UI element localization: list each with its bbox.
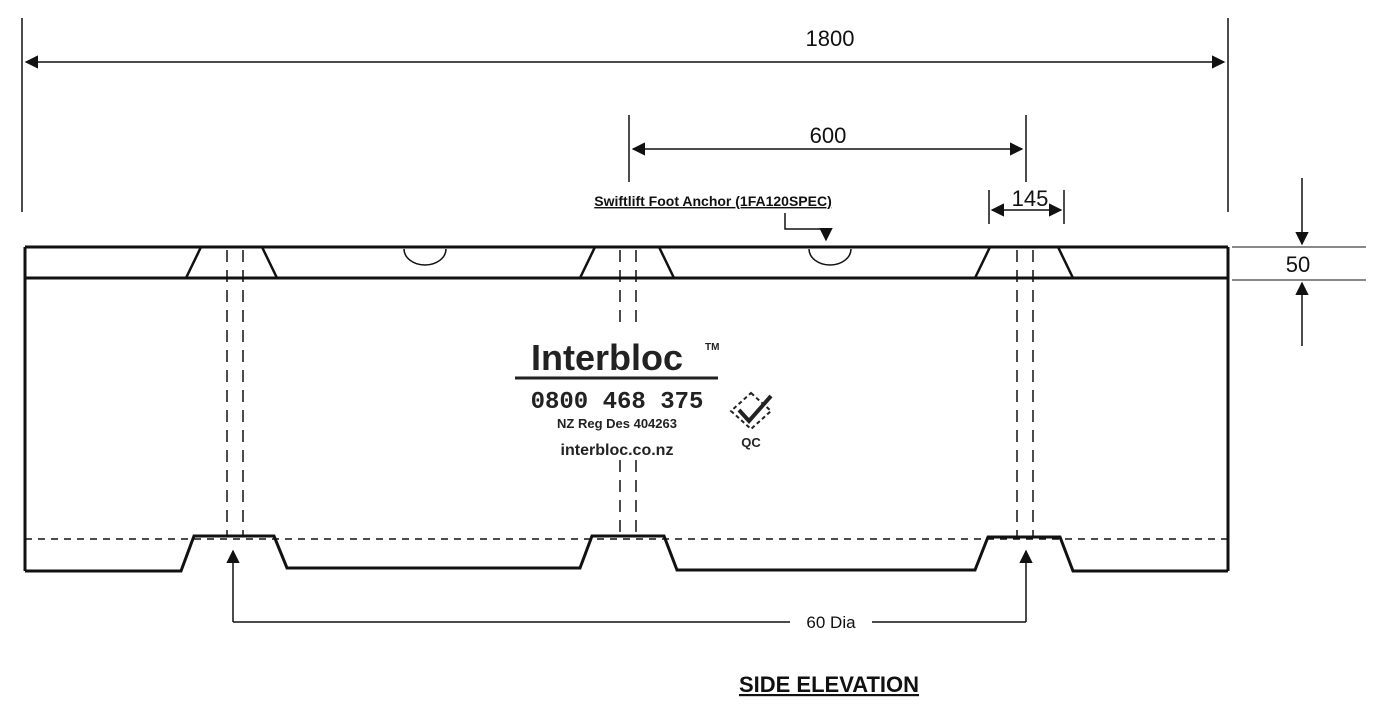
lifting-anchor-left [403, 248, 447, 266]
top-recess-middle [578, 245, 676, 279]
top-recess-left [184, 245, 279, 279]
block-bottom-profile [25, 534, 1228, 573]
top-recess-right [973, 245, 1075, 279]
block-outline [23, 245, 1230, 573]
anchor-callout-label: Swiftlift Foot Anchor (1FA120SPEC) [594, 193, 832, 209]
anchor-leader-line [784, 213, 833, 242]
interbloc-branding: Interbloc TM 0800 468 375 NZ Reg Des 404… [515, 337, 773, 459]
brand-registration: NZ Reg Des 404263 [557, 416, 677, 431]
anchor-spacing-label: 600 [810, 123, 847, 148]
hole-diameter-dimension: 60 Dia [226, 549, 1033, 632]
anchor-spacing-dimension: 600 [628, 115, 1027, 182]
overall-length-dimension: 1800 [21, 18, 1229, 212]
brand-trademark: TM [705, 342, 719, 353]
recess-width-label: 145 [1012, 186, 1049, 211]
hidden-ducts [226, 250, 1034, 536]
brand-name: Interbloc [531, 337, 683, 378]
brand-website: interbloc.co.nz [561, 442, 674, 459]
brand-phone: 0800 468 375 [531, 389, 704, 416]
overall-length-label: 1800 [806, 26, 855, 51]
recess-depth-label: 50 [1286, 252, 1310, 277]
qc-check-icon [729, 391, 773, 431]
qc-label: QC [741, 435, 761, 450]
hole-diameter-label: 60 Dia [806, 613, 856, 632]
recess-depth-dimension: 50 [1232, 178, 1366, 346]
anchor-callout: Swiftlift Foot Anchor (1FA120SPEC) [594, 193, 833, 242]
qc-mark: QC [729, 391, 773, 450]
lifting-anchor-right [808, 248, 852, 266]
view-title: SIDE ELEVATION [739, 672, 919, 697]
recess-width-dimension: 145 [988, 186, 1065, 224]
